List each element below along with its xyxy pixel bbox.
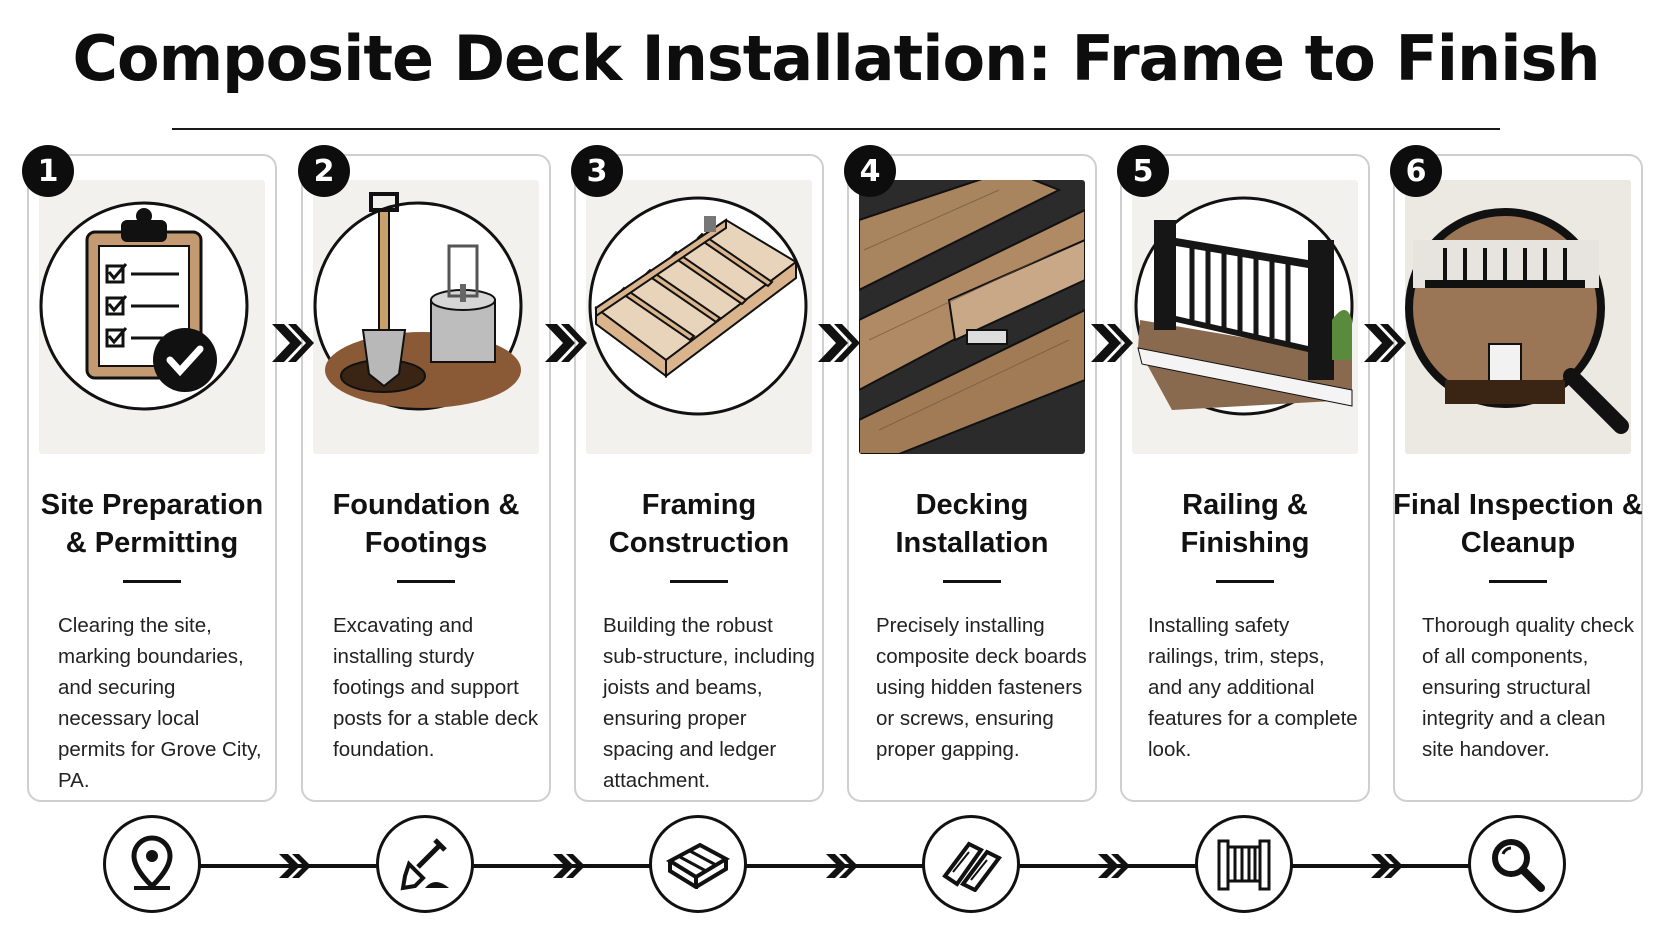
chevron-right-icon [826, 854, 858, 878]
magnifier-icon [1468, 815, 1566, 913]
boards-icon [922, 815, 1020, 913]
chevron-right-icon [1371, 854, 1403, 878]
inspection-magnifier-illustration [1405, 180, 1631, 454]
composite-boards-illustration [859, 180, 1085, 454]
location-pin-icon [103, 815, 201, 913]
chevron-right-icon [553, 854, 585, 878]
chevron-right-icon [279, 854, 311, 878]
step-description: Clearing the site, marking boundaries, a… [58, 614, 262, 792]
clipboard-checklist-illustration [39, 180, 265, 454]
step-description: Installing safety railings, trim, steps,… [1148, 614, 1358, 761]
step-number-badge: 5 [1117, 145, 1169, 197]
railing-icon [1195, 815, 1293, 913]
shovel-footing-illustration [313, 180, 539, 454]
step-title: Foundation &Footings [332, 489, 520, 559]
step-title-rule [1216, 580, 1274, 583]
title-divider [172, 128, 1500, 130]
step-number-badge: 1 [22, 145, 74, 197]
step-description: Thorough quality check of all components… [1422, 614, 1634, 761]
step-title-rule [943, 580, 1001, 583]
railing-illustration [1132, 180, 1358, 454]
chevron-right-icon [272, 324, 314, 362]
step-title-rule [670, 580, 728, 583]
step-description: Precisely installing composite deck boar… [876, 614, 1087, 761]
step-title: Site Preparation& Permitting [40, 489, 264, 559]
step-number-badge: 2 [298, 145, 350, 197]
page-title: Composite Deck Installation: Frame to Fi… [72, 22, 1600, 95]
chevron-right-icon [545, 324, 587, 362]
step-description: Excavating and installing sturdy footing… [333, 614, 539, 761]
step-title-rule [123, 580, 181, 583]
step-number-badge: 6 [1390, 145, 1442, 197]
deck-frame-illustration [586, 180, 812, 454]
step-title-rule [397, 580, 455, 583]
step-title-rule [1489, 580, 1547, 583]
step-title: Railing &Finishing [1180, 489, 1310, 559]
step-number-badge: 3 [571, 145, 623, 197]
chevron-right-icon [1364, 324, 1406, 362]
chevron-right-icon [1098, 854, 1130, 878]
frame-icon [649, 815, 747, 913]
step-description: Building the robust sub-structure, inclu… [603, 614, 815, 792]
chevron-right-icon [1091, 324, 1133, 362]
step-title: Final Inspection &Cleanup [1393, 489, 1643, 559]
step-number-badge: 4 [844, 145, 896, 197]
chevron-right-icon [818, 324, 860, 362]
shovel-icon [376, 815, 474, 913]
